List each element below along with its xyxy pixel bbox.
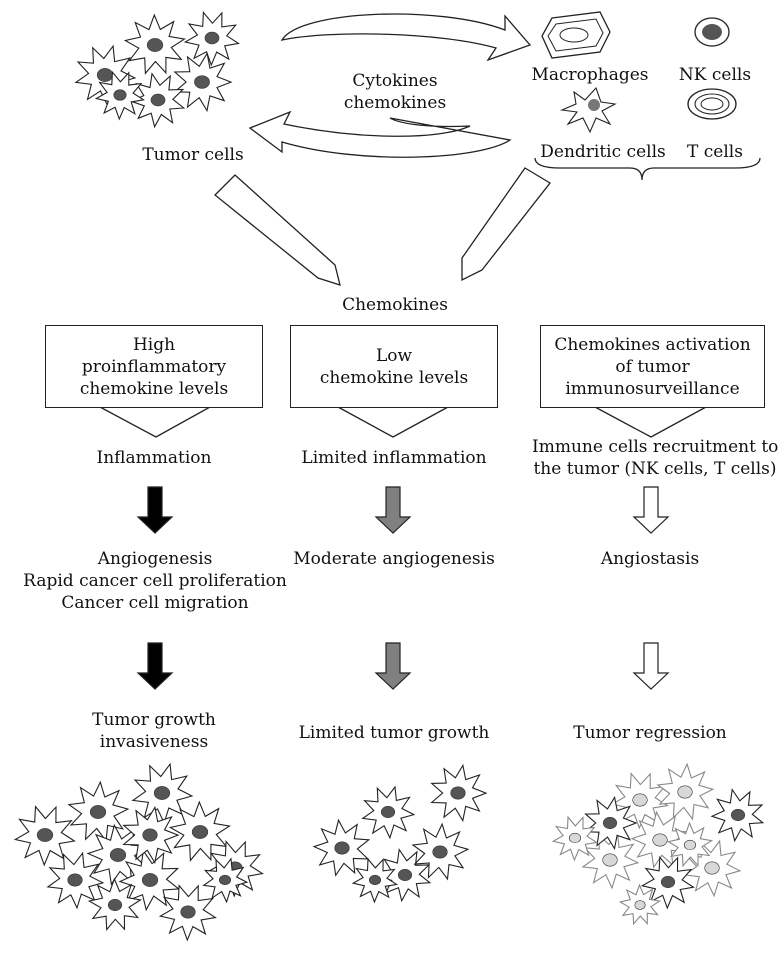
regressing-cell-icon [630, 810, 689, 869]
regressing-cell-icon [656, 762, 715, 821]
regressing-cell-icon [551, 815, 599, 862]
dendritic-cells-label: Dendritic cells [540, 142, 666, 162]
immune-cells-brace [534, 157, 761, 181]
col1-step2-line-1: Angiogenesis [97, 549, 213, 569]
down-arrow-col2-a [374, 486, 412, 534]
tumor-cell-icon [584, 795, 638, 851]
tumor-cell-icon [118, 849, 181, 912]
col1-outcome: Tumor growth invasiveness [50, 709, 258, 753]
moderate-angiogenesis-label: Moderate angiogenesis [293, 549, 495, 569]
dendritic-cell-icon [559, 86, 617, 134]
limited-tumor-growth-label: Limited tumor growth [298, 723, 490, 743]
box1-line-3: chemokine levels [79, 378, 229, 399]
down-arrow-col1-b [136, 642, 174, 690]
tumor-cell-icon [173, 52, 233, 113]
macrophage-icon [541, 11, 611, 59]
tumor-cell-icon [87, 877, 142, 932]
box1-line-1: High [132, 334, 176, 355]
box-arrow-2 [337, 406, 449, 438]
converge-arrow-right [461, 167, 551, 282]
down-arrow-col3-a [632, 486, 670, 534]
box3-line-1: Chemokines activation [554, 334, 751, 355]
box3-line-3: immunosurveillance [565, 378, 740, 399]
tumor-cell-icon [13, 805, 76, 867]
tumor-cell-icon [94, 70, 145, 121]
cycle-arrow-top [280, 13, 532, 62]
col1-outcome-line-2: invasiveness [99, 732, 209, 752]
tumor-cell-icon [131, 762, 194, 825]
box1-line-2: proinflammatory [81, 356, 227, 377]
angiostasis-label: Angiostasis [600, 549, 700, 569]
tumor-cell-icon [67, 780, 130, 843]
cytokines-line-2: chemokines [343, 93, 447, 113]
tumor-cells-label: Tumor cells [142, 145, 244, 165]
down-arrow-col1-a [136, 486, 174, 534]
tumor-cell-icon [710, 788, 765, 843]
immune-recruitment-line-1: Immune cells recruitment to [532, 437, 779, 457]
cytokines-label: Cytokines chemokines [330, 70, 460, 114]
col1-step2-line-3: Cancer cell migration [61, 593, 249, 613]
box-arrow-3 [594, 406, 707, 438]
tumor-cell-icon [46, 851, 105, 910]
chemokines-label: Chemokines [342, 295, 448, 315]
low-chemokine-box: Low chemokine levels [290, 325, 498, 408]
cycle-arrow-bottom [248, 110, 512, 158]
col1-step2: Angiogenesis Rapid cancer cell prolifera… [10, 548, 300, 614]
box2-line-1: Low [375, 345, 413, 366]
box-arrow-1 [99, 406, 213, 438]
nk-cells-label: NK cells [678, 65, 752, 85]
t-cell-icon [687, 88, 737, 120]
tumor-cell-icon [183, 10, 240, 67]
tumor-cell-icon [411, 822, 470, 881]
tumor-cell-icon [129, 72, 186, 129]
tumor-cell-icon [351, 857, 399, 904]
col1-step2-line-2: Rapid cancer cell proliferation [23, 571, 287, 591]
box3-line-2: of tumor [615, 356, 690, 377]
tumor-cell-icon [158, 884, 217, 942]
tumor-cell-icon [123, 13, 186, 75]
t-cells-label: T cells [687, 142, 743, 162]
tumor-cell-icon [361, 785, 416, 840]
macrophages-label: Macrophages [531, 65, 649, 85]
tumor-cell-icon [122, 805, 180, 865]
regressing-cell-icon [666, 821, 714, 868]
nk-cell-icon [694, 17, 730, 47]
immune-recruitment-line-2: the tumor (NK cells, T cells) [533, 459, 777, 479]
regressing-cell-icon [618, 883, 662, 926]
inflammation-label: Inflammation [96, 448, 212, 468]
limited-inflammation-label: Limited inflammation [301, 448, 487, 468]
tumor-regression-label: Tumor regression [573, 723, 727, 743]
regressing-cell-icon [581, 831, 640, 890]
down-arrow-col3-b [632, 642, 670, 690]
converge-arrow-left [214, 174, 341, 286]
box2-line-2: chemokine levels [319, 367, 469, 388]
tumor-cell-icon [168, 800, 231, 862]
immune-recruitment-label: Immune cells recruitment to the tumor (N… [532, 436, 778, 480]
immunosurveillance-box: Chemokines activation of tumor immunosur… [540, 325, 765, 408]
regressing-cell-icon [683, 839, 742, 898]
cytokines-line-1: Cytokines [352, 71, 438, 91]
tumor-cell-icon [430, 763, 488, 823]
tumor-cell-icon [312, 818, 371, 877]
col1-outcome-line-1: Tumor growth [92, 710, 216, 730]
down-arrow-col2-b [374, 642, 412, 690]
high-chemokine-box: High proinflammatory chemokine levels [45, 325, 263, 408]
tumor-cell-icon [640, 855, 695, 910]
tumor-cell-icon [202, 857, 249, 904]
